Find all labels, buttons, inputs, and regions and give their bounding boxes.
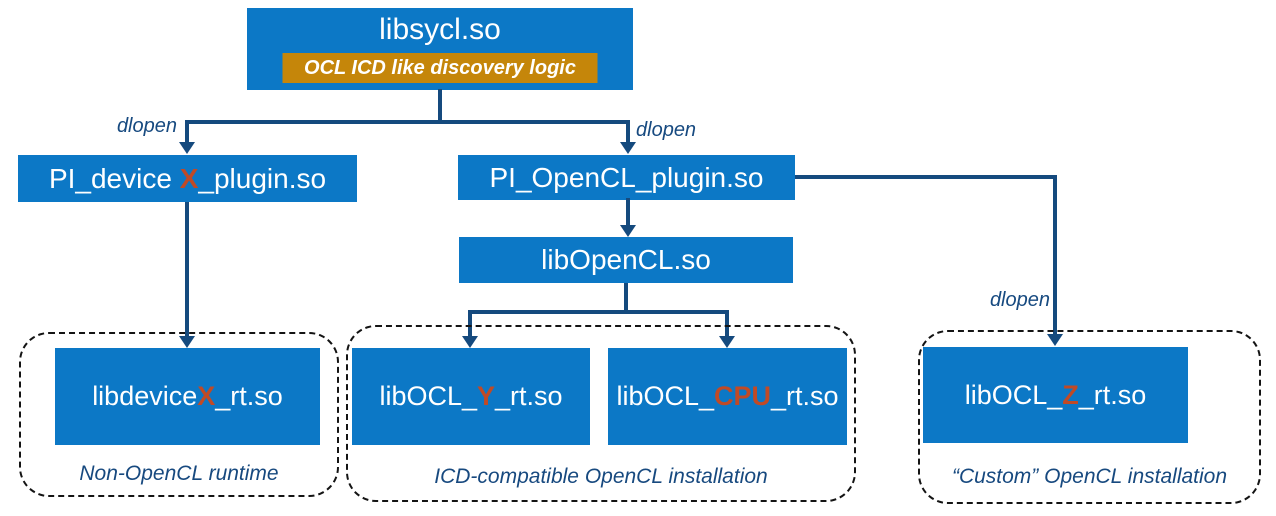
group-icd-compatible-installation: ICD-compatible OpenCL installation	[346, 325, 856, 502]
libopencl-label: libOpenCL.so	[541, 244, 711, 275]
libocl-z-rt-label: libOCL_Z_rt.so	[964, 379, 1147, 410]
placeholder-x: X	[197, 381, 216, 411]
connector-piopencl-down	[626, 198, 630, 227]
connector-libopencl-down	[624, 283, 628, 314]
connector-split-horizontal	[468, 310, 729, 314]
connector-to-pi-opencl	[626, 120, 630, 144]
libocl-cpu-rt-label: libOCL_CPU_rt.so	[616, 381, 839, 411]
connector-to-libocl-y	[468, 310, 472, 337]
box-pi-opencl-plugin: PI_OpenCL_plugin.so	[458, 155, 795, 200]
connector-pidevice-down	[185, 202, 189, 337]
box-pi-device-plugin: PI_device X_plugin.so	[18, 155, 357, 202]
libocl-y-rt-label: libOCL_Y_rt.so	[379, 381, 563, 411]
dlopen-label-far-right: dlopen	[989, 289, 1050, 311]
placeholder-cpu: CPU	[714, 381, 772, 411]
connector-right-down	[1053, 175, 1057, 336]
dlopen-label-left: dlopen	[116, 115, 177, 137]
caption-non-opencl-runtime: Non-OpenCL runtime	[79, 462, 279, 485]
box-libsycl: libsycl.so OCL ICD like discovery logic	[247, 8, 633, 90]
box-libocl-y-rt: libOCL_Y_rt.so	[352, 348, 590, 445]
connector-right-horizontal	[795, 175, 1057, 179]
box-libocl-z-rt: libOCL_Z_rt.so	[923, 347, 1188, 443]
arrowhead-down-icon	[620, 225, 636, 237]
ocl-icd-discovery-badge: OCL ICD like discovery logic	[282, 53, 598, 83]
box-libocl-cpu-rt: libOCL_CPU_rt.so	[608, 348, 847, 445]
placeholder-z: Z	[1062, 379, 1079, 410]
arrowhead-down-icon	[719, 336, 735, 348]
group-non-opencl-runtime: Non-OpenCL runtime	[19, 332, 339, 497]
caption-custom-installation: “Custom” OpenCL installation	[951, 465, 1228, 488]
arrowhead-down-icon	[179, 336, 195, 348]
arrowhead-down-icon	[462, 336, 478, 348]
caption-icd-compatible: ICD-compatible OpenCL installation	[434, 465, 768, 488]
arrowhead-down-icon	[179, 142, 195, 154]
arrowhead-down-icon	[620, 142, 636, 154]
connector-libsycl-down	[438, 89, 442, 122]
group-custom-installation: “Custom” OpenCL installation	[918, 330, 1261, 504]
libdevice-rt-label: libdeviceX_rt.so	[92, 381, 283, 411]
connector-to-pi-device	[185, 120, 189, 144]
dlopen-label-right: dlopen	[636, 119, 697, 141]
box-libdevice-rt: libdeviceX_rt.so	[55, 348, 320, 445]
placeholder-x: X	[179, 162, 199, 194]
box-libopencl: libOpenCL.so	[459, 237, 793, 283]
pi-device-label: PI_device X_plugin.so	[48, 162, 327, 194]
connector-top-horizontal	[185, 120, 630, 124]
pi-opencl-label: PI_OpenCL_plugin.so	[489, 161, 764, 193]
connector-to-libocl-cpu	[725, 310, 729, 337]
libsycl-label: libsycl.so	[379, 13, 501, 46]
arrowhead-down-icon	[1047, 334, 1063, 346]
placeholder-y: Y	[477, 381, 496, 411]
